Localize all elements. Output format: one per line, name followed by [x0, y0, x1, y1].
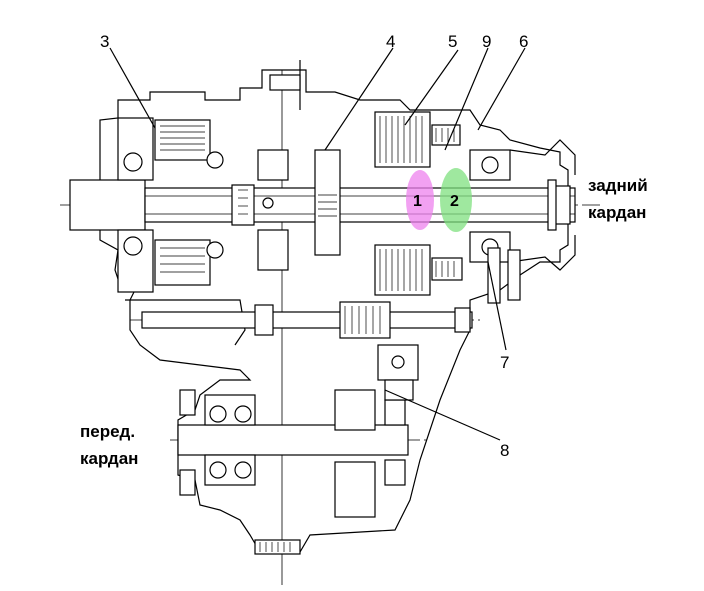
- front-caption-line1: перед.: [80, 422, 136, 441]
- zone-2-marker: [440, 168, 472, 232]
- callout-leaders: [109, 47, 526, 441]
- main-shaft: [69, 179, 576, 231]
- callout-3: 3: [100, 32, 109, 51]
- clutch-pack: [374, 111, 463, 296]
- countershaft: [141, 301, 473, 339]
- rear-output: [469, 139, 576, 304]
- shift-mechanism: [377, 344, 419, 401]
- zone-2-label: 2: [450, 193, 459, 210]
- front-driveshaft-caption: перед. кардан: [80, 418, 138, 472]
- callout-numbers: 3 4 5 9 6 7 8: [100, 32, 528, 460]
- rear-caption-line1: задний: [588, 176, 648, 195]
- breather-and-drain: [254, 74, 301, 555]
- rear-driveshaft-caption: задний кардан: [588, 172, 648, 226]
- left-bearing-stack: [117, 117, 224, 293]
- callout-8: 8: [500, 441, 509, 460]
- front-caption-line2: кардан: [80, 449, 139, 468]
- center-gears: [231, 149, 341, 271]
- rear-caption-line2: кардан: [588, 203, 647, 222]
- zone-1-label: 1: [413, 193, 422, 210]
- callout-6: 6: [519, 32, 528, 51]
- zone-1-marker: [406, 170, 434, 230]
- callout-7: 7: [500, 353, 509, 372]
- callout-9: 9: [482, 32, 491, 51]
- callout-4: 4: [386, 32, 395, 51]
- highlight-zones: 1 2: [406, 168, 472, 232]
- front-output: [177, 389, 409, 518]
- callout-5: 5: [448, 32, 457, 51]
